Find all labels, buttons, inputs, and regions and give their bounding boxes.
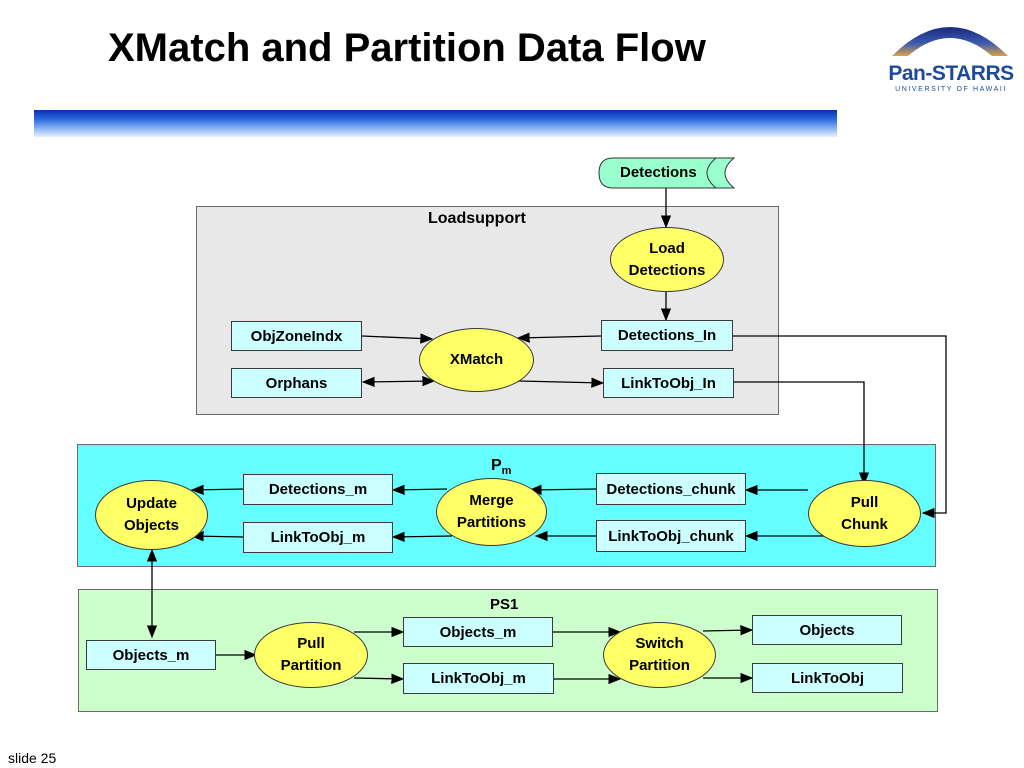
pm-title: Pm <box>491 457 511 477</box>
objects-m-input-table[interactable]: Objects_m <box>86 640 216 670</box>
pull-partition-process[interactable]: Pull Partition <box>254 622 368 688</box>
pan-starrs-logo <box>892 16 1008 56</box>
switch-partition-process[interactable]: Switch Partition <box>603 622 716 688</box>
detections-source-shape <box>598 157 736 189</box>
pull-chunk-label: Pull Chunk <box>841 493 888 533</box>
pull-partition-label: Pull Partition <box>280 635 342 674</box>
logo-name: Pan-STARRS <box>888 62 1014 85</box>
merge-partitions-label: Merge Partitions <box>456 492 527 531</box>
detections-m-table[interactable]: Detections_m <box>243 474 393 505</box>
linktoobj-chunk-table[interactable]: LinkToObj_chunk <box>596 520 746 552</box>
objects-table[interactable]: Objects <box>752 615 902 645</box>
ps1-title: PS1 <box>490 596 519 613</box>
loadsupport-title: Loadsupport <box>428 210 526 227</box>
slide-number: slide 25 <box>8 750 57 766</box>
update-objects-label: Update Objects <box>123 495 180 534</box>
linktoobj-table[interactable]: LinkToObj <box>752 663 903 693</box>
xmatch-process[interactable]: XMatch <box>419 328 534 392</box>
xmatch-label: XMatch <box>449 351 504 368</box>
load-detections-process[interactable]: Load Detections <box>610 227 724 292</box>
load-detections-label: Load Detections <box>628 239 706 279</box>
detections-source: Detections <box>620 164 697 181</box>
switch-partition-label: Switch Partition <box>629 635 690 674</box>
pm-title-sub: m <box>501 465 512 478</box>
logo-subtitle: UNIVERSITY OF HAWAII <box>895 86 1007 93</box>
linktoobj-in-table[interactable]: LinkToObj_In <box>603 368 734 398</box>
linktoobj-m-table-pm[interactable]: LinkToObj_m <box>243 522 393 553</box>
title-gradient-bar <box>34 110 837 137</box>
objzoneindx-table[interactable]: ObjZoneIndx <box>231 321 362 351</box>
detections-chunk-table[interactable]: Detections_chunk <box>596 473 746 505</box>
update-objects-process[interactable]: Update Objects <box>95 480 208 550</box>
pull-chunk-process[interactable]: Pull Chunk <box>808 480 921 547</box>
pm-title-main: P <box>491 457 502 474</box>
merge-partitions-process[interactable]: Merge Partitions <box>436 478 547 546</box>
objects-m-table-ps1[interactable]: Objects_m <box>403 617 553 647</box>
detections-in-table[interactable]: Detections_In <box>601 320 733 351</box>
slide-title: XMatch and Partition Data Flow <box>108 26 706 70</box>
linktoobj-m-table-ps1[interactable]: LinkToObj_m <box>403 663 554 694</box>
orphans-table[interactable]: Orphans <box>231 368 362 398</box>
